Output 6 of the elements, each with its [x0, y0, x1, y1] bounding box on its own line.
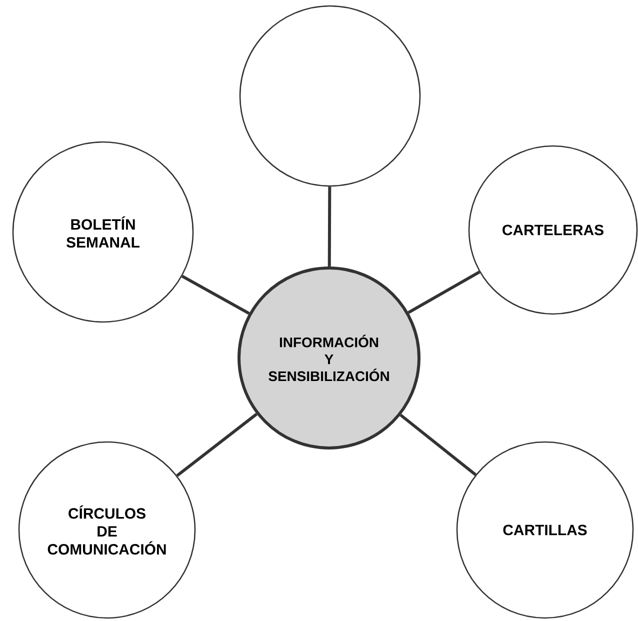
connector-line — [408, 270, 480, 314]
connector-line — [176, 412, 258, 477]
connector-line — [328, 186, 332, 266]
connector-line — [181, 274, 250, 315]
topic-circle — [239, 5, 421, 187]
connector-line — [400, 414, 477, 476]
